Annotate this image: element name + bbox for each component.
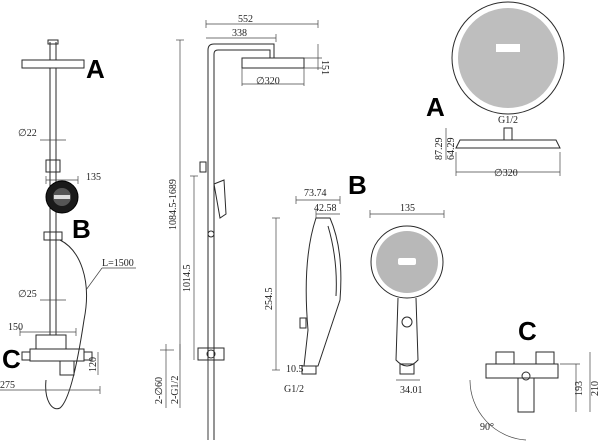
dim-150: 150 <box>8 322 23 333</box>
dim-64-29: 64.29 <box>446 138 457 161</box>
dim-dia-25: ∅25 <box>18 289 37 300</box>
label-a-right: A <box>426 92 445 122</box>
dim-10-5: 10.5 <box>286 364 304 375</box>
hand-shower-face <box>370 225 444 299</box>
hand-shower-detail-front: 135 34.01 <box>369 203 445 396</box>
dim-120: 120 <box>88 357 99 372</box>
dim-g12-head: G1/2 <box>498 115 518 126</box>
dim-151: 151 <box>319 60 330 75</box>
hose <box>45 239 87 410</box>
dim-dia-22: ∅22 <box>18 128 37 139</box>
hand-shower-profile <box>303 217 342 367</box>
dim-dia-320-head: ∅320 <box>494 168 518 179</box>
dim-135-hand: 135 <box>400 203 415 214</box>
mixer-detail: 193 210 90° <box>469 351 600 441</box>
dim-254-5: 254.5 <box>264 288 275 311</box>
dim-hose-length: L=1500 <box>102 258 134 269</box>
label-c-left: C <box>2 344 21 374</box>
dim-87-29: 87.29 <box>434 138 445 161</box>
dim-210: 210 <box>590 381 600 396</box>
mixer-side <box>197 347 225 361</box>
label-b-left: B <box>72 214 91 244</box>
overhead-head-side <box>241 57 305 69</box>
overhead-head-detail: G1/2 87.29 64.29 ∅320 <box>434 1 565 179</box>
dim-42-58: 42.58 <box>314 203 337 214</box>
dim-193: 193 <box>574 381 585 396</box>
overhead-head-face <box>451 1 565 115</box>
overhead-head-profile <box>455 139 561 149</box>
dim-34-01: 34.01 <box>400 385 423 396</box>
dim-73-74: 73.74 <box>304 188 327 199</box>
mixer-body-front <box>29 348 85 362</box>
overhead-head-front <box>21 59 85 69</box>
dim-275: 275 <box>0 380 15 391</box>
front-view: ∅22 135 L=1500 ∅25 150 120 <box>0 39 136 410</box>
dim-1014-5: 1014.5 <box>182 265 193 293</box>
dim-90-deg: 90° <box>480 422 494 433</box>
side-view: 552 338 151 ∅320 1084.5-1689 1014.5 <box>154 14 330 440</box>
dim-2-dia-60: 2-∅60 <box>154 377 165 404</box>
dim-338: 338 <box>232 28 247 39</box>
dim-dia-320-side: ∅320 <box>256 76 280 87</box>
hand-shower-detail-side: 73.74 42.58 254.5 10.5 G1/2 <box>264 188 342 395</box>
label-c-right: C <box>518 316 537 346</box>
dim-135-front: 135 <box>86 172 101 183</box>
dim-1084-1689: 1084.5-1689 <box>168 179 179 230</box>
dim-2-g12: 2-G1/2 <box>170 376 181 404</box>
hand-shower-side <box>213 179 227 219</box>
dim-552: 552 <box>238 14 253 25</box>
label-a-left: A <box>86 54 105 84</box>
label-b-mid: B <box>348 170 367 200</box>
dim-g12-hand: G1/2 <box>284 384 304 395</box>
